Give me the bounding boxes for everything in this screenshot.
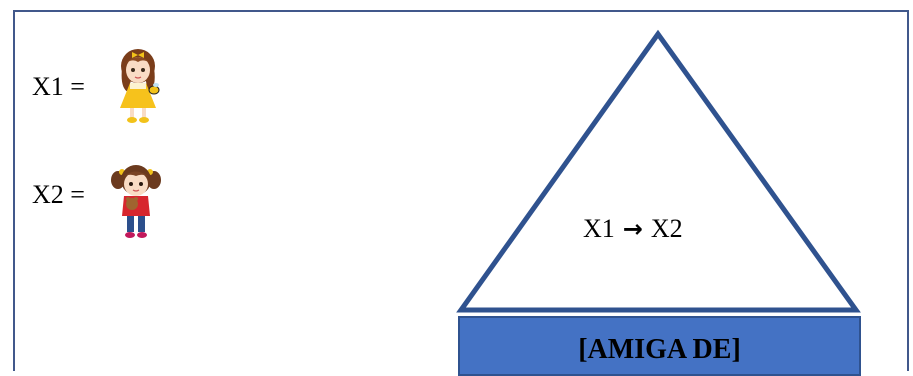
expression-left: X1 [583,214,615,243]
x2-label: X2 = [32,180,85,209]
x1-label: X1 = [32,72,85,101]
relation-label: [AMIGA DE] [578,334,741,365]
expression-right: X2 [650,214,683,243]
girl-yellow-dress-icon [120,49,160,123]
arrow-icon: → [622,215,643,243]
relation-box: [AMIGA DE] [458,316,861,376]
girl-red-sweater-icon [111,165,161,238]
diagram-frame [13,10,909,371]
triangle-expression: X1→X2 [583,214,683,244]
